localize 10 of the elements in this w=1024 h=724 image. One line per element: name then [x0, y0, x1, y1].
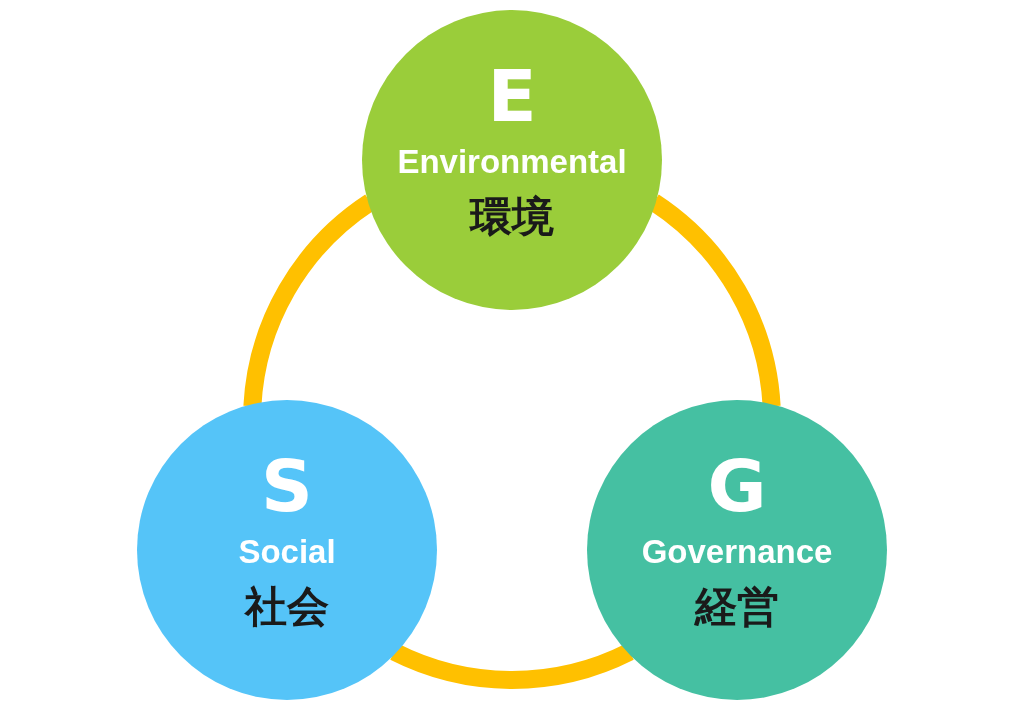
letter-heading: S [261, 449, 313, 522]
ring-connector [390, 643, 634, 689]
japanese-label: 環境 [470, 194, 554, 241]
category-name: Governance [641, 533, 833, 571]
category-name: Social [238, 533, 336, 571]
letter-heading: G [707, 449, 767, 522]
category-name: Environmental [397, 143, 627, 181]
japanese-label: 経営 [695, 584, 779, 631]
japanese-label: 社会 [245, 584, 329, 631]
letter-heading: E [487, 59, 537, 132]
